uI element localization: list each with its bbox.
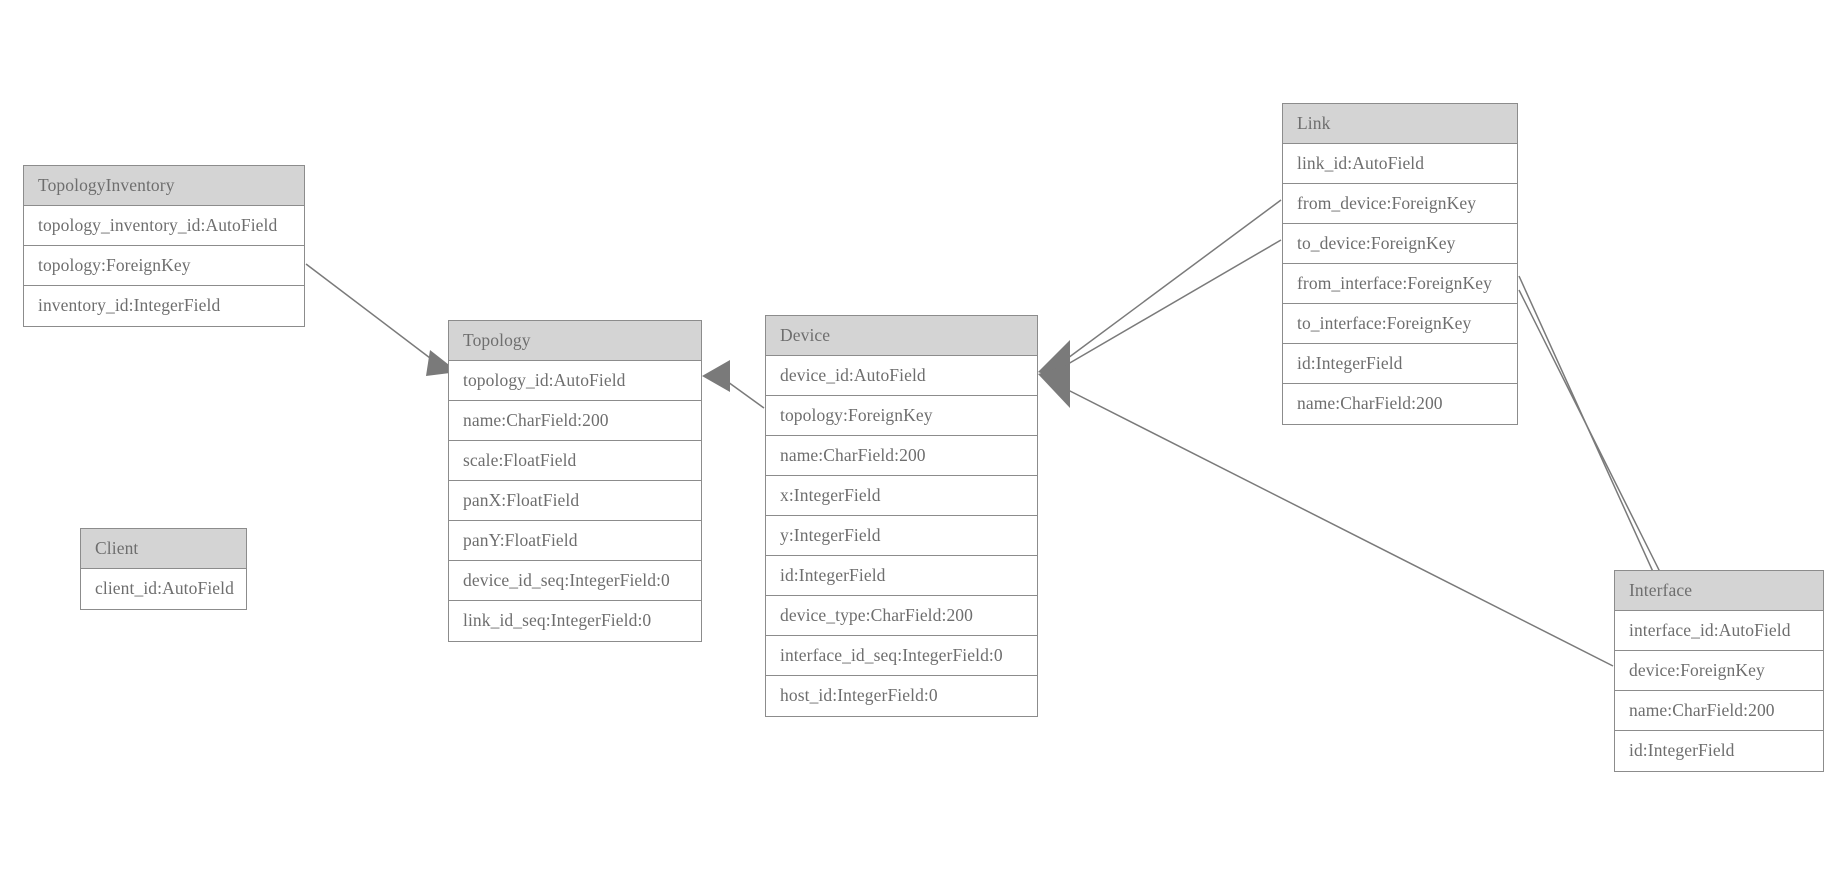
entity-field-row: to_interface:ForeignKey: [1283, 304, 1517, 344]
entity-header-client: Client: [81, 529, 246, 569]
arrowhead-device: [1038, 340, 1070, 408]
edge-topologyinventory-topology: [305, 263, 458, 376]
entity-field-row: device_type:CharField:200: [766, 596, 1037, 636]
entity-field-row: topology:ForeignKey: [766, 396, 1037, 436]
entity-field-row: link_id:AutoField: [1283, 144, 1517, 184]
entity-field-row: interface_id_seq:IntegerField:0: [766, 636, 1037, 676]
entity-header-interface: Interface: [1615, 571, 1823, 611]
entity-field-row: from_device:ForeignKey: [1283, 184, 1517, 224]
entity-field-row: name:CharField:200: [1615, 691, 1823, 731]
entity-field-row: topology_id:AutoField: [449, 361, 701, 401]
edge-link-from-device: [1067, 199, 1282, 359]
entity-field-row: inventory_id:IntegerField: [24, 286, 304, 326]
entity-field-row: from_interface:ForeignKey: [1283, 264, 1517, 304]
entity-field-row: id:IntegerField: [1615, 731, 1823, 771]
entity-field-row: interface_id:AutoField: [1615, 611, 1823, 651]
edge-interface-device: [1067, 389, 1614, 667]
entity-header-link: Link: [1283, 104, 1517, 144]
edge-link-to-device: [1067, 239, 1282, 365]
entity-field-row: name:CharField:200: [1283, 384, 1517, 424]
entity-field-row: name:CharField:200: [766, 436, 1037, 476]
entity-header-topology: Topology: [449, 321, 701, 361]
entity-field-row: name:CharField:200: [449, 401, 701, 441]
entity-field-row: panY:FloatField: [449, 521, 701, 561]
entity-header-topologyinventory: TopologyInventory: [24, 166, 304, 206]
entity-field-row: to_device:ForeignKey: [1283, 224, 1517, 264]
entity-field-row: device_id:AutoField: [766, 356, 1037, 396]
edge-device-topology: [702, 360, 765, 409]
entity-field-row: topology:ForeignKey: [24, 246, 304, 286]
entity-field-row: host_id:IntegerField:0: [766, 676, 1037, 716]
entity-field-row: device:ForeignKey: [1615, 651, 1823, 691]
entity-field-row: x:IntegerField: [766, 476, 1037, 516]
entity-field-row: client_id:AutoField: [81, 569, 246, 609]
edge-link-to-interface: [1518, 289, 1673, 597]
edge-link-from-interface: [1518, 275, 1665, 597]
entity-field-row: device_id_seq:IntegerField:0: [449, 561, 701, 601]
entity-field-row: link_id_seq:IntegerField:0: [449, 601, 701, 641]
entity-header-device: Device: [766, 316, 1037, 356]
entity-field-row: scale:FloatField: [449, 441, 701, 481]
entity-field-row: panX:FloatField: [449, 481, 701, 521]
entity-field-row: id:IntegerField: [766, 556, 1037, 596]
entity-field-row: y:IntegerField: [766, 516, 1037, 556]
entity-field-row: id:IntegerField: [1283, 344, 1517, 384]
entity-field-row: topology_inventory_id:AutoField: [24, 206, 304, 246]
